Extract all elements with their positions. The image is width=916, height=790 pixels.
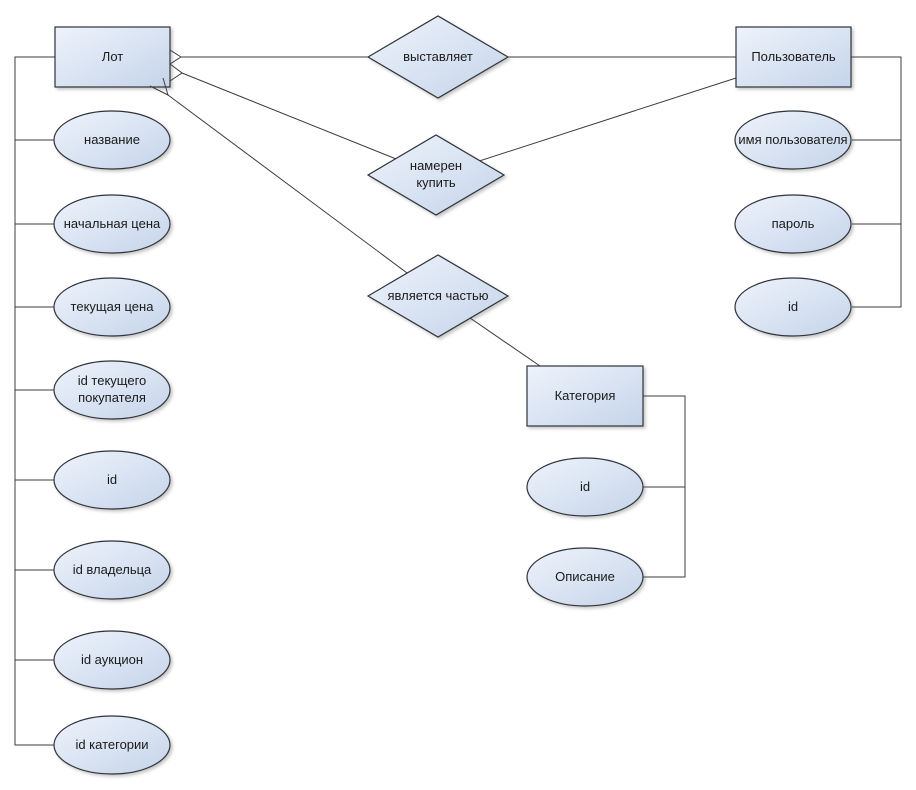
user-attr-bracket: [851, 56, 902, 308]
crows-foot-exhibits-icon: [169, 49, 182, 65]
relationship-ispart-diamond: [366, 254, 510, 338]
attr-lot-name-ellipse: [53, 110, 171, 170]
attr-lot-id-ellipse: [53, 450, 171, 510]
line-intends-user: [435, 77, 737, 176]
attr-lot-currentprice-ellipse: [53, 277, 171, 337]
crows-foot-marks: [149, 49, 183, 96]
attr-lot-ownerid-ellipse: [53, 540, 171, 600]
entity-category-box: [526, 365, 644, 427]
relationship-intends-diamond: [366, 134, 506, 216]
line-lot-intends: [181, 72, 437, 176]
crows-foot-ispart-icon: [149, 77, 169, 96]
attr-user-username-ellipse: [734, 110, 852, 170]
attr-category-description-ellipse: [526, 547, 644, 607]
attr-lot-startprice-ellipse: [53, 194, 171, 254]
attr-user-password-ellipse: [734, 194, 852, 254]
attr-user-id-ellipse: [734, 277, 852, 337]
attr-category-id-ellipse: [526, 457, 644, 517]
attr-lot-auctionid-ellipse: [53, 630, 171, 690]
entity-user-box: [735, 26, 852, 88]
entity-lot-box: [54, 26, 171, 88]
attr-lot-categoryid-ellipse: [53, 715, 171, 775]
crows-foot-intends-icon: [169, 63, 183, 82]
lot-attr-bracket: [14, 56, 55, 746]
relationship-exhibits-diamond: [366, 15, 510, 99]
attr-lot-currentbuyer-ellipse: [53, 360, 171, 420]
line-lot-ispart: [167, 94, 439, 297]
